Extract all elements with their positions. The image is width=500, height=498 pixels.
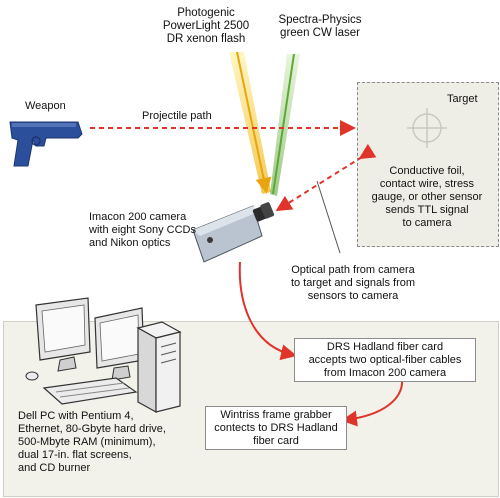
gun-icon <box>9 121 83 167</box>
pc-label: Dell PC with Pentium 4, Ethernet, 80-Gby… <box>18 410 166 474</box>
laser-icon <box>270 53 300 196</box>
monitor-icon <box>35 297 145 381</box>
optical-path-label: Optical path from camera to target and s… <box>290 264 416 302</box>
target-panel <box>357 82 499 247</box>
laser-label: Spectra-Physics green CW laser <box>278 14 362 39</box>
crosshair-icon <box>407 108 447 148</box>
weapon-label: Weapon <box>25 100 66 112</box>
card-to-grabber-line <box>341 377 404 427</box>
projectile-path-label: Projectile path <box>142 110 212 122</box>
flash-icon <box>229 51 272 194</box>
flash-label: Photogenic PowerLight 2500 DR xenon flas… <box>162 7 250 45</box>
camera-label: Imacon 200 camera with eight Sony CCDs a… <box>89 211 196 249</box>
keyboard-icon <box>42 377 138 405</box>
target-label: Target <box>447 93 478 105</box>
mouse-icon <box>25 371 39 381</box>
fiber-card-box: DRS Hadland fiber card accepts two optic… <box>294 338 476 382</box>
camera-icon <box>192 202 275 263</box>
camera-to-card-line <box>238 261 297 361</box>
signal-path-line <box>275 143 377 212</box>
computer-tower-icon <box>136 321 182 414</box>
sensor-label: Conductive foil, contact wire, stress ga… <box>371 165 483 229</box>
frame-grabber-box: Wintriss frame grabber contects to DRS H… <box>205 406 347 450</box>
